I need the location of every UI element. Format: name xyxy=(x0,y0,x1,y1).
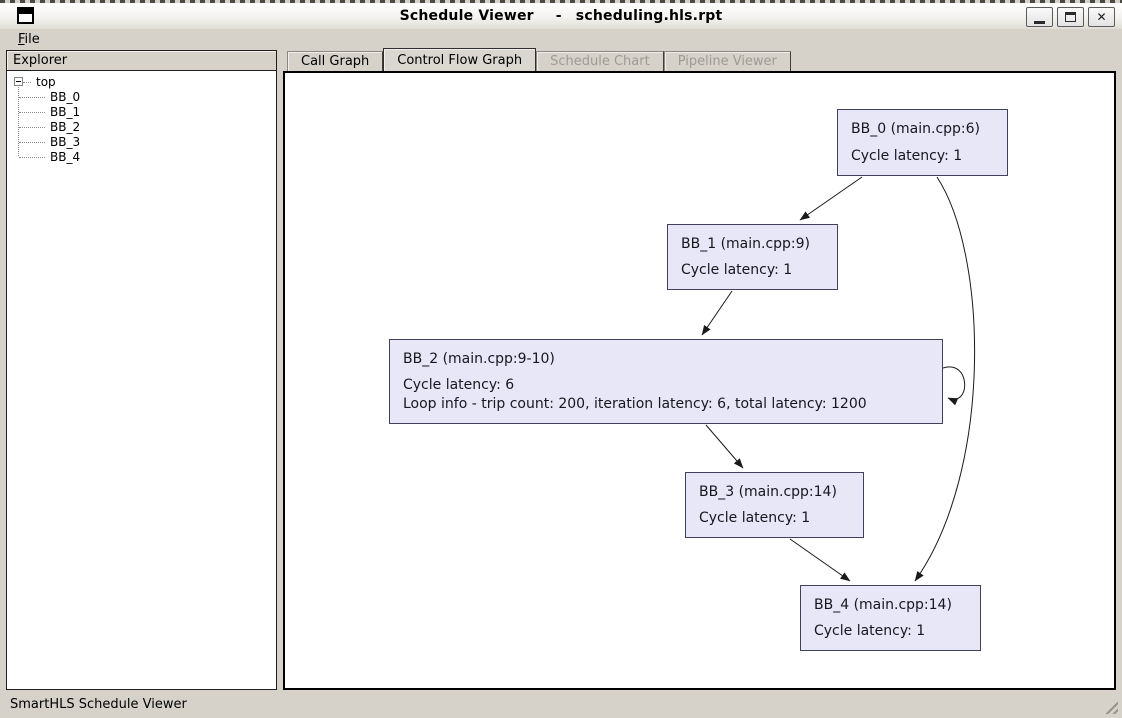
tree-row: BB_1 xyxy=(7,104,276,119)
tree-row: BB_4 xyxy=(7,149,276,164)
node-title: BB_1 (main.cpp:9) xyxy=(681,236,811,252)
explorer-tree: top BB_0 BB_1 BB_2 BB_3 xyxy=(6,71,277,690)
edge-bb0-bb1 xyxy=(799,176,863,221)
tab-pipeline-viewer: Pipeline Viewer xyxy=(663,51,791,71)
resize-grip-icon[interactable] xyxy=(1101,697,1118,714)
node-latency: Cycle latency: 6 xyxy=(403,377,515,393)
tree-stub xyxy=(19,96,45,98)
tree-item-bb3[interactable]: BB_3 xyxy=(50,134,81,149)
window-controls: ✕ xyxy=(1026,7,1115,27)
maximize-button[interactable] xyxy=(1057,7,1084,27)
window-top-edge xyxy=(0,0,1122,3)
tree-stub xyxy=(23,81,31,83)
control-flow-graph-canvas: BB_0 (main.cpp:6) Cycle latency: 1 BB_1 … xyxy=(283,71,1116,690)
tree-row: BB_2 xyxy=(7,119,276,134)
graph-node-bb3[interactable]: BB_3 (main.cpp:14) Cycle latency: 1 xyxy=(685,472,864,538)
tree-stub xyxy=(19,111,45,113)
edge-bb3-bb4 xyxy=(789,538,851,582)
menu-file[interactable]: File xyxy=(14,31,44,48)
node-latency: Cycle latency: 1 xyxy=(681,262,793,278)
document-title: scheduling.hls.rpt xyxy=(575,8,723,24)
menu-bar: File xyxy=(0,29,1122,50)
tree-item-bb4[interactable]: BB_4 xyxy=(50,149,81,164)
tree-item-bb1[interactable]: BB_1 xyxy=(50,104,81,119)
tree-item-bb0[interactable]: BB_0 xyxy=(50,89,81,104)
node-latency: Cycle latency: 1 xyxy=(699,510,811,526)
collapse-expander-icon[interactable] xyxy=(14,77,23,86)
title-separator: - xyxy=(555,8,562,24)
node-title: BB_0 (main.cpp:6) xyxy=(851,121,981,137)
tree-root-row: top xyxy=(7,74,276,89)
minimize-icon xyxy=(1034,20,1045,24)
app-title: Schedule Viewer xyxy=(399,8,534,24)
graph-node-bb4[interactable]: BB_4 (main.cpp:14) Cycle latency: 1 xyxy=(800,585,981,651)
tree-guide-line xyxy=(18,87,19,156)
tree-stub xyxy=(19,141,45,143)
tree-stub xyxy=(19,156,45,158)
titlebar: Schedule Viewer -scheduling.hls.rpt ✕ xyxy=(0,3,1122,29)
tree-item-bb2[interactable]: BB_2 xyxy=(50,119,81,134)
status-text: SmartHLS Schedule Viewer xyxy=(10,696,187,712)
graph-panel: Call Graph Control Flow Graph Schedule C… xyxy=(283,48,1116,690)
node-latency: Cycle latency: 1 xyxy=(814,623,926,639)
tree-item-top[interactable]: top xyxy=(36,74,56,89)
menu-file-accel: F xyxy=(18,32,25,47)
tree-row: BB_3 xyxy=(7,134,276,149)
menu-file-rest: ile xyxy=(24,32,40,47)
close-icon: ✕ xyxy=(1096,10,1107,24)
tab-schedule-chart: Schedule Chart xyxy=(536,51,664,71)
window-title: Schedule Viewer -scheduling.hls.rpt xyxy=(0,8,1122,24)
minimize-button[interactable] xyxy=(1026,7,1053,27)
node-title: BB_3 (main.cpp:14) xyxy=(699,484,837,500)
explorer-panel: Explorer top BB_0 BB_1 xyxy=(6,50,277,690)
node-title: BB_4 (main.cpp:14) xyxy=(814,597,952,613)
tree-stub xyxy=(19,126,45,128)
window-menu-icon[interactable] xyxy=(17,7,34,24)
graph-node-bb1[interactable]: BB_1 (main.cpp:9) Cycle latency: 1 xyxy=(667,224,838,290)
tree-row: BB_0 xyxy=(7,89,276,104)
node-title: BB_2 (main.cpp:9-10) xyxy=(403,351,555,367)
node-loop-info: Loop info - trip count: 200, iteration l… xyxy=(403,396,867,412)
graph-content: BB_0 (main.cpp:6) Cycle latency: 1 BB_1 … xyxy=(285,73,1114,688)
edge-bb1-bb2 xyxy=(701,290,733,336)
status-bar: SmartHLS Schedule Viewer xyxy=(0,690,1122,718)
graph-node-bb0[interactable]: BB_0 (main.cpp:6) Cycle latency: 1 xyxy=(837,109,1008,176)
edge-bb2-bb3 xyxy=(705,424,744,469)
tree-inner: top BB_0 BB_1 BB_2 BB_3 xyxy=(7,71,276,164)
close-button[interactable]: ✕ xyxy=(1088,7,1115,27)
tab-call-graph[interactable]: Call Graph xyxy=(287,51,384,71)
tab-control-flow-graph[interactable]: Control Flow Graph xyxy=(383,48,537,71)
edge-bb2-self xyxy=(942,366,966,406)
node-body: Cycle latency: 6 Loop info - trip count:… xyxy=(403,376,929,414)
explorer-header: Explorer xyxy=(6,50,277,71)
tab-bar: Call Graph Control Flow Graph Schedule C… xyxy=(283,48,1116,71)
maximize-icon xyxy=(1065,12,1076,22)
node-latency: Cycle latency: 1 xyxy=(851,148,963,164)
graph-node-bb2[interactable]: BB_2 (main.cpp:9-10) Cycle latency: 6 Lo… xyxy=(389,339,943,424)
